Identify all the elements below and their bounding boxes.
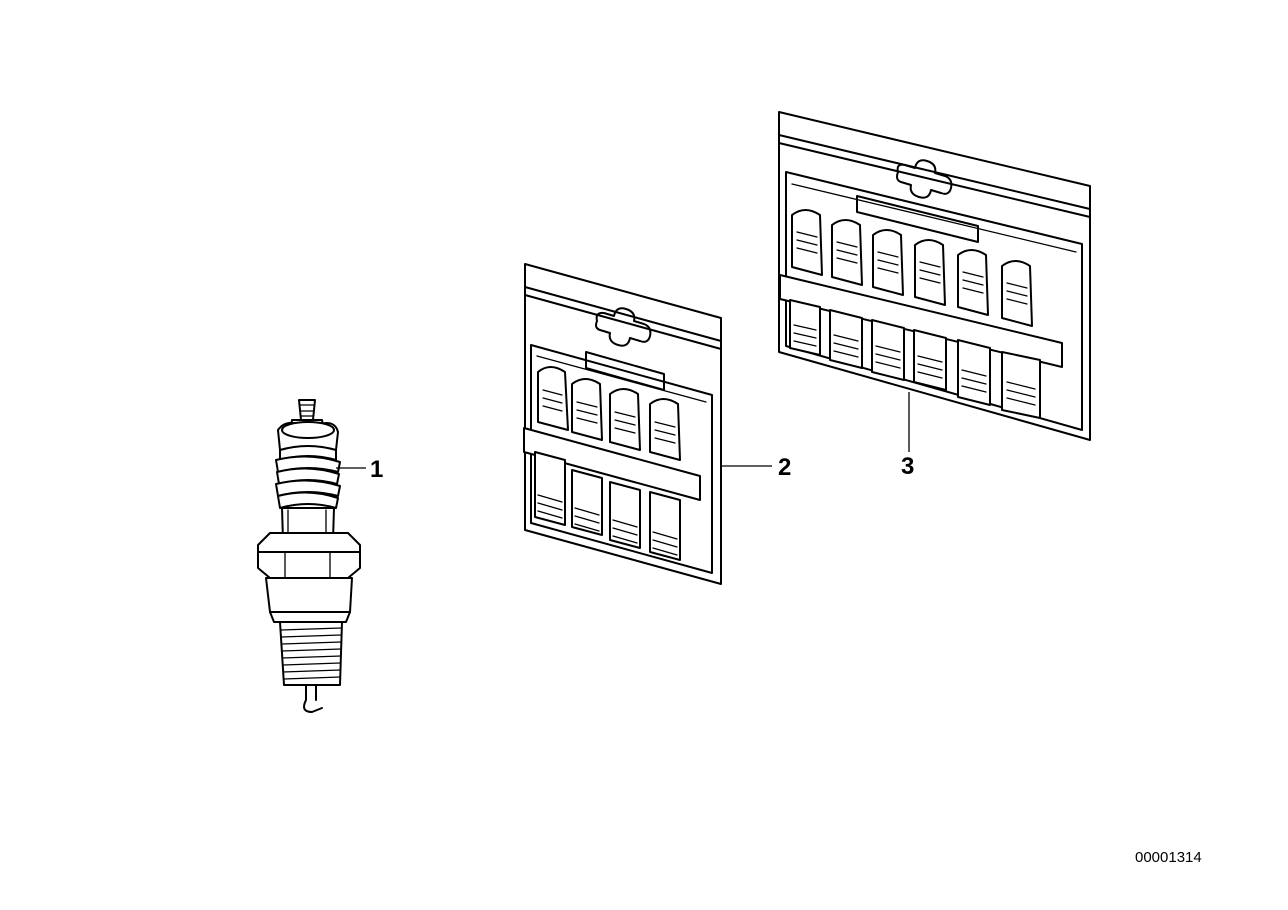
spark-plug-single — [257, 399, 366, 713]
spark-plug-pack-4 — [523, 263, 772, 585]
pack-4-plugs — [523, 366, 701, 561]
pack-6-plugs — [779, 209, 1063, 419]
diagram-reference-number: 00001314 — [1135, 849, 1202, 866]
spark-plug-pack-6 — [778, 111, 1091, 452]
callout-3: 3 — [901, 453, 914, 480]
callout-1: 1 — [370, 456, 383, 483]
callout-2: 2 — [778, 454, 791, 481]
